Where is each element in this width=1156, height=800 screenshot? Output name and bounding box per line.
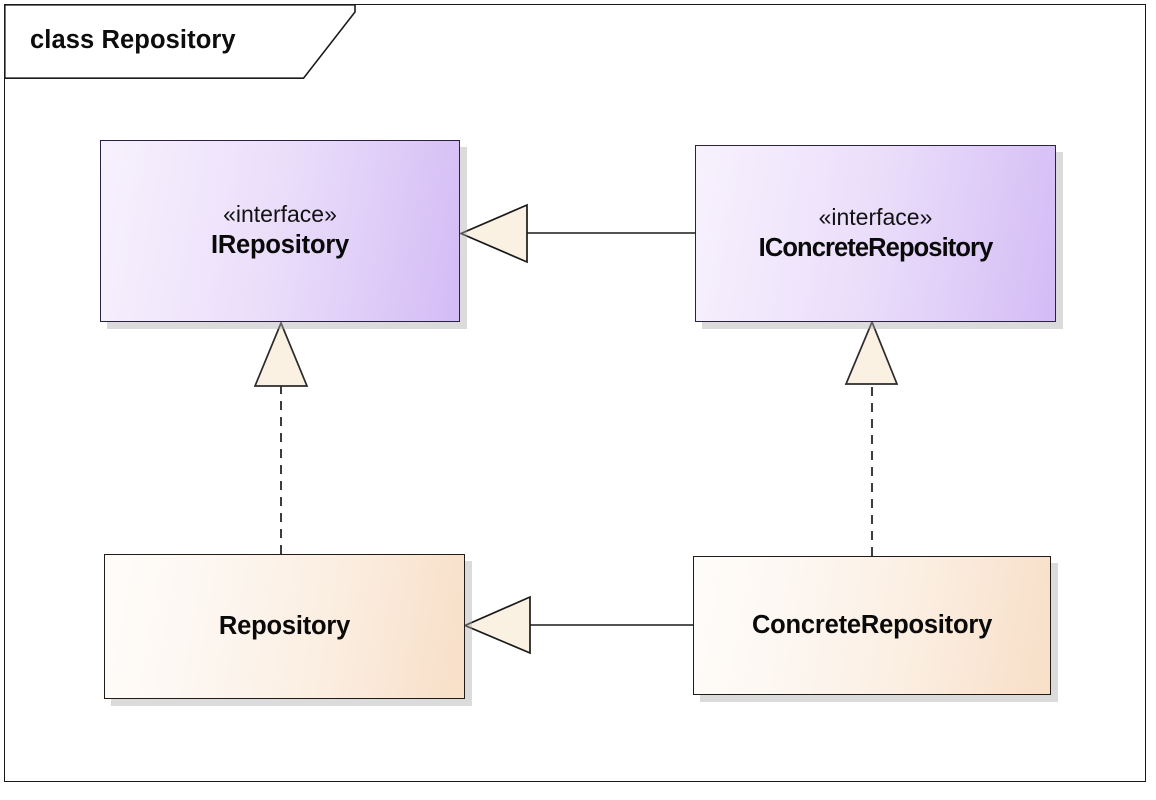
- class-node-iconcreterepository[interactable]: «interface» IConcreteRepository: [695, 145, 1056, 322]
- class-node-repository[interactable]: Repository: [104, 554, 465, 699]
- class-node-concreterepository[interactable]: ConcreteRepository: [693, 556, 1051, 695]
- diagram-title-tab[interactable]: class Repository: [4, 4, 356, 80]
- diagram-title-label: class Repository: [30, 26, 236, 54]
- title-tab-shape: [4, 4, 356, 79]
- class-name-label: IRepository: [210, 231, 350, 260]
- stereotype-label: «interface»: [223, 201, 337, 228]
- stereotype-label: «interface»: [818, 203, 933, 230]
- class-name-label: Repository: [218, 612, 351, 641]
- class-name-label: IConcreteRepository: [758, 233, 994, 262]
- class-name-label: ConcreteRepository: [751, 611, 993, 640]
- class-node-irepository[interactable]: «interface» IRepository: [100, 140, 460, 322]
- diagram-frame: [4, 4, 1146, 782]
